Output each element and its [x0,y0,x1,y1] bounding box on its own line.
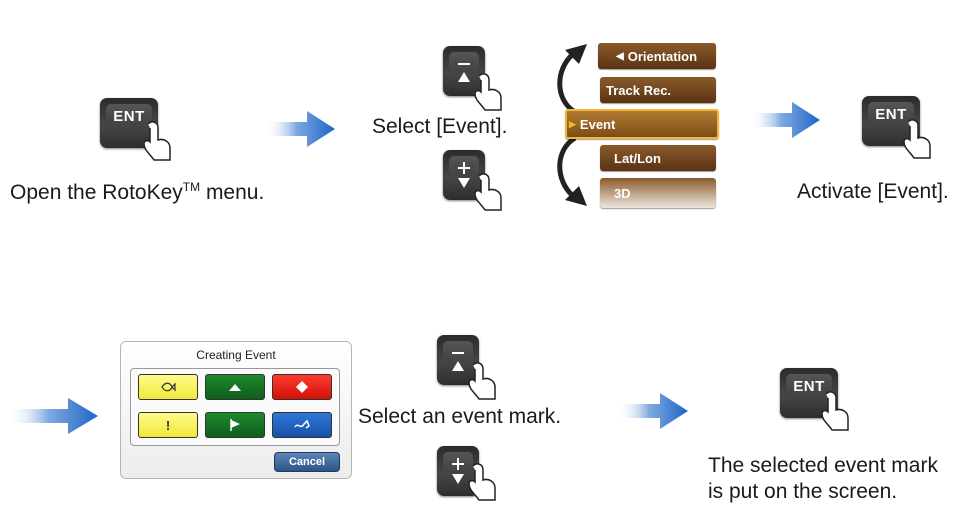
finger-icon [143,121,171,161]
key-highlight [868,102,914,122]
mark-exclamation[interactable]: ! [138,412,198,438]
arrow-right-icon [8,398,98,434]
mark-flag[interactable] [205,412,265,438]
key-highlight [443,341,473,361]
trademark-mark: TM [182,180,201,194]
menu-item-event[interactable]: ▶ Event [565,109,719,139]
arrow-right-icon [618,393,688,429]
finger-icon [468,362,496,400]
minus-key[interactable] [437,335,479,385]
menu-item-3d[interactable]: 3D [600,178,716,208]
finger-icon [821,391,849,431]
key-highlight [449,52,479,72]
finger-icon [468,463,496,501]
menu-item-label: Track Rec. [606,82,672,98]
minus-key[interactable] [443,46,485,96]
menu-item-lat-lon[interactable]: Lat/Lon [600,145,716,171]
ent-key-label: ENT [875,106,907,123]
mark-fish[interactable] [138,374,198,400]
caption-select-event: Select [Event]. [372,115,508,138]
exclamation-icon: ! [165,417,171,433]
shoal-icon [229,384,241,391]
key-highlight [106,104,152,124]
ent-key-label: ENT [793,378,825,395]
up-arrow-icon [452,352,464,371]
down-arrow-icon [458,162,470,188]
menu-item-label: 3D [614,185,631,201]
menu-item-track-rec[interactable]: Track Rec. [600,77,716,103]
menu-item-label: Lat/Lon [614,150,661,166]
flag-icon [230,419,240,431]
mark-wave[interactable] [272,412,332,438]
cancel-button[interactable]: Cancel [274,452,340,472]
caption-select-mark: Select an event mark. [358,405,562,428]
caption-result-line1: The selected event mark [708,454,938,477]
finger-icon [474,73,502,111]
diamond-icon [296,381,308,393]
key-highlight [786,374,832,394]
dialog-title: Creating Event [196,348,276,362]
caption-open-menu-text: Open the RotoKey [10,181,183,204]
ent-key-label: ENT [113,108,145,125]
menu-item-orientation[interactable]: ◀ Orientation [598,43,716,69]
rotate-arrows-icon [557,44,587,206]
finger-icon [903,119,931,159]
arrow-right-icon [265,111,335,147]
caption-open-menu: Open the RotoKeyTM menu. [10,180,264,205]
up-arrow-icon [458,63,470,82]
finger-icon [474,173,502,211]
menu-item-label: Orientation [627,48,698,64]
arrow-right-icon [750,102,820,138]
mark-shoal[interactable] [205,374,265,400]
fish-icon [161,382,176,392]
caption-open-menu-end: menu. [200,181,265,204]
caption-result-line2: is put on the screen. [708,480,898,503]
down-arrow-icon [452,458,464,484]
caption-activate-event: Activate [Event]. [797,180,949,203]
caret-left-icon: ◀ [616,50,624,62]
wave-icon [294,419,310,429]
selector-icon: ▶ [569,118,576,129]
menu-item-label: Event [579,116,616,132]
mark-diamond[interactable] [272,374,332,400]
